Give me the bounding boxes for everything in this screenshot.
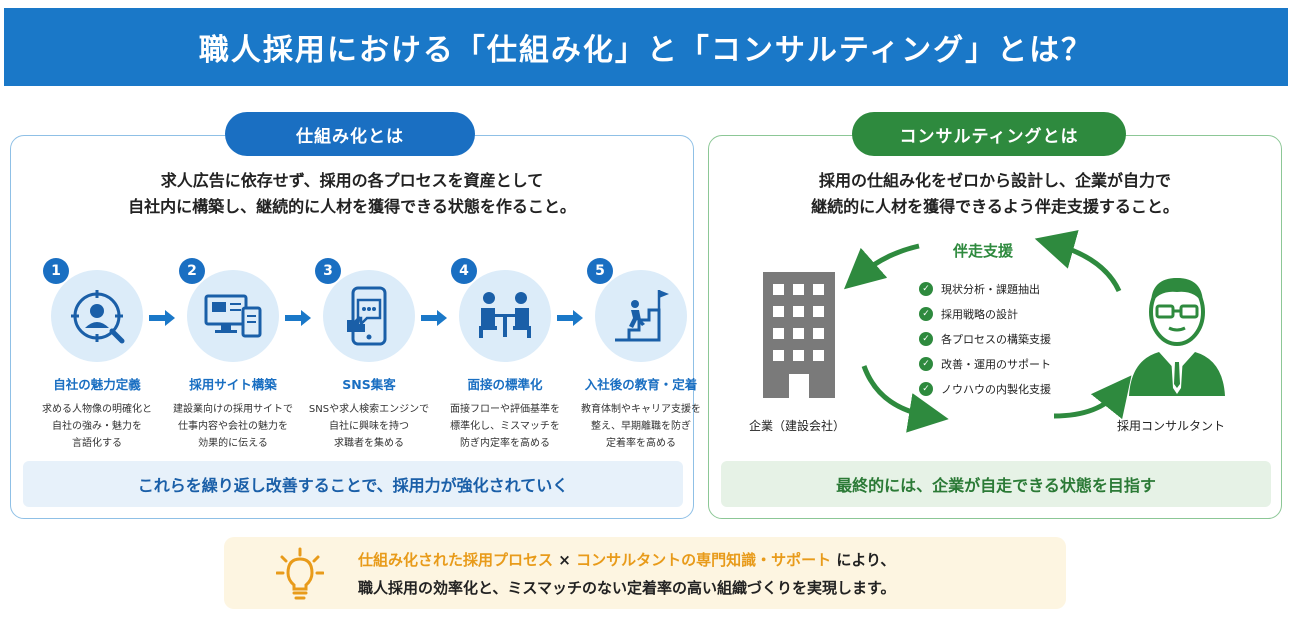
footer-times: ×: [558, 551, 571, 569]
lightbulb-icon: [275, 547, 325, 605]
list-item: ✓ 採用戦略の設計: [919, 301, 1051, 326]
step-5: 5 入社後の教育・定着 教育体制やキャリア支援を 整え、早期離職を防ぎ 定着率を…: [573, 258, 709, 452]
footer-suffix: により、: [836, 551, 896, 569]
list-item: ✓ 各プロセスの構築支援: [919, 326, 1051, 351]
step-number: 1: [43, 258, 69, 284]
person-search-icon: [51, 270, 143, 362]
step-4: 4 面接の標準化 面接フローや評価基準を 標準化し、ミスマッチを 防ぎ内定率を高…: [437, 258, 573, 452]
step-title: 採用サイト構築: [189, 377, 277, 392]
step-description: SNSや求人検索エンジンで 自社に興味を持つ 求職者を集める: [308, 404, 430, 449]
step-title: 面接の標準化: [467, 377, 543, 392]
cycle-title: 伴走支援: [953, 242, 1014, 260]
support-item-label: ノウハウの内製化支援: [941, 382, 1051, 396]
step-number: 2: [179, 258, 205, 284]
support-cycle: 企業（建設会社） 伴走支援 ✓ 現状分析・課題抽出 ✓ 採用戦略の設計 ✓ 各プロセス…: [709, 226, 1283, 456]
list-item: ✓ ノウハウの内製化支援: [919, 376, 1051, 401]
consulting-label: コンサルティングとは: [852, 112, 1126, 156]
check-icon: ✓: [919, 331, 933, 346]
step-1: 1 自社の魅力定義 求める人物像の明確化と 自社の強み・魅力を 言語化する: [29, 258, 165, 452]
step-title: 自社の魅力定義: [53, 377, 141, 392]
systemization-label: 仕組み化とは: [225, 112, 475, 156]
support-item-label: 採用戦略の設計: [941, 307, 1018, 321]
step-number: 3: [315, 258, 341, 284]
cycle-arrows-icon: [843, 230, 1132, 433]
footer-highlight-consultant: コンサルタントの専門知識・サポート: [576, 551, 832, 569]
support-item-label: 各プロセスの構築支援: [941, 332, 1051, 346]
support-item-label: 現状分析・課題抽出: [941, 282, 1040, 296]
support-item-label: 改善・運用のサポート: [941, 357, 1051, 371]
consulting-description-line1: 採用の仕組み化をゼロから設計し、企業が自力で: [818, 171, 1171, 190]
step-description: 建設業向けの採用サイトで 仕事内容や会社の魅力を 効果的に伝える: [173, 404, 293, 449]
step-description: 教育体制やキャリア支援を 整え、早期離職を防ぎ 定着率を高める: [581, 404, 701, 449]
step-title: SNS集客: [342, 377, 396, 392]
step-number: 4: [451, 258, 477, 284]
consulting-panel: コンサルティングとは 採用の仕組み化をゼロから設計し、企業が自力で 継続的に人材…: [708, 112, 1283, 519]
step-3: 3 SNS集客 SNSや求人検索エンジンで 自社に興味を持つ 求職者を集める: [301, 258, 437, 452]
list-item: ✓ 改善・運用のサポート: [919, 351, 1051, 376]
step-2: 2 採用サイト構築 建設業向けの採用サイトで 仕事内容や会社の魅力を 効果的に伝…: [165, 258, 301, 452]
consulting-description: 採用の仕組み化をゼロから設計し、企業が自力で 継続的に人材を獲得できるよう伴走支…: [709, 168, 1281, 220]
systemization-description-line1: 求人広告に依存せず、採用の各プロセスを資産として: [160, 171, 544, 190]
check-icon: ✓: [919, 381, 933, 396]
page-title: 職人採用における「仕組み化」と「コンサルティング」とは？: [198, 33, 1094, 68]
check-icon: ✓: [919, 356, 933, 371]
systemization-description-line2: 自社内に構築し、継続的に人材を獲得できる状態を作ること。: [128, 197, 576, 216]
step-number: 5: [587, 258, 613, 284]
footer-line1: 仕組み化された採用プロセス × コンサルタントの専門知識・サポート により、: [358, 549, 895, 570]
title-banner: 職人採用における「仕組み化」と「コンサルティング」とは？: [4, 8, 1288, 86]
systemization-panel: 仕組み化とは 求人広告に依存せず、採用の各プロセスを資産として 自社内に構築し、…: [10, 112, 701, 519]
consulting-summary: 最終的には、企業が自走できる状態を目指す: [721, 461, 1271, 507]
step-description: 面接フローや評価基準を 標準化し、ミスマッチを 防ぎ内定率を高める: [450, 404, 560, 449]
consultant-label: 採用コンサルタント: [1117, 419, 1226, 433]
process-steps: 1 自社の魅力定義 求める人物像の明確化と 自社の強み・魅力を 言語化する 2: [29, 258, 701, 458]
support-list: ✓ 現状分析・課題抽出 ✓ 採用戦略の設計 ✓ 各プロセスの構築支援 ✓ 改善・運用のサ…: [919, 276, 1051, 401]
step-description: 求める人物像の明確化と 自社の強み・魅力を 言語化する: [42, 404, 152, 449]
footer-highlight-process: 仕組み化された採用プロセス: [358, 551, 554, 569]
smartphone-chat-icon: [323, 270, 415, 362]
footer-line2: 職人採用の効率化と、ミスマッチのない定着率の高い組織づくりを実現します。: [358, 579, 896, 597]
arrow-right-icon: [285, 310, 311, 326]
list-item: ✓ 現状分析・課題抽出: [919, 276, 1051, 301]
company-label: 企業（建設会社）: [749, 419, 846, 433]
arrow-right-icon: [149, 310, 175, 326]
consulting-description-line2: 継続的に人材を獲得できるよう伴走支援すること。: [811, 197, 1179, 216]
consultant-icon: [1125, 268, 1229, 402]
systemization-description: 求人広告に依存せず、採用の各プロセスを資産として 自社内に構築し、継続的に人材を…: [11, 168, 693, 220]
step-title: 入社後の教育・定着: [584, 377, 698, 392]
arrow-right-icon: [557, 310, 583, 326]
monitor-tablet-icon: [187, 270, 279, 362]
footer-message: 仕組み化された採用プロセス × コンサルタントの専門知識・サポート により、 職…: [224, 537, 1066, 609]
building-icon: [759, 268, 839, 402]
stairs-goal-icon: [595, 270, 687, 362]
arrow-right-icon: [421, 310, 447, 326]
check-icon: ✓: [919, 306, 933, 321]
systemization-summary: これらを繰り返し改善することで、採用力が強化されていく: [23, 461, 683, 507]
interview-icon: [459, 270, 551, 362]
check-icon: ✓: [919, 281, 933, 296]
